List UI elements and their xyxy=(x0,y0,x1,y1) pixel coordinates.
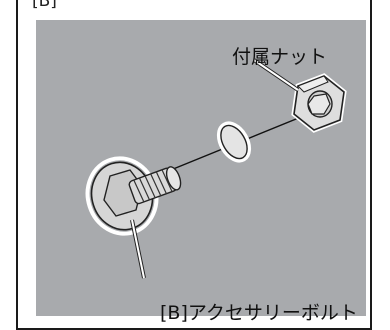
washer-icon xyxy=(216,121,252,163)
bolt-label: [B]アクセサリーボルト xyxy=(160,302,358,324)
bolt-leader-line xyxy=(130,219,146,279)
figure-frame xyxy=(16,0,372,330)
top-caption: [B] xyxy=(32,0,57,11)
hex-nut-icon xyxy=(291,73,347,133)
assembly-illustration: 付属ナット [B]アクセサリーボルト xyxy=(36,20,366,324)
nut-leader-line xyxy=(252,58,300,92)
accessory-bolt-icon xyxy=(85,156,182,236)
assembly-diagram xyxy=(85,58,347,279)
nut-label: 付属ナット xyxy=(232,46,328,68)
